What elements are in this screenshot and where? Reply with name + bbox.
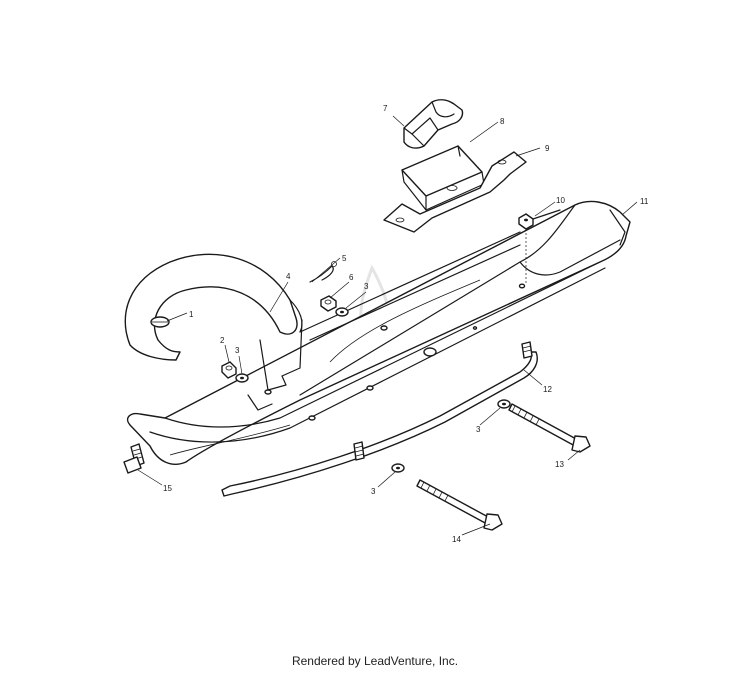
part-ski-11 bbox=[126, 200, 631, 465]
callout-14: 14 bbox=[452, 535, 461, 544]
part-washer-3a bbox=[235, 373, 249, 383]
part-plate-9 bbox=[383, 151, 527, 233]
part-washer-3c bbox=[497, 399, 511, 409]
callout-3d: 3 bbox=[371, 487, 376, 496]
callout-12: 12 bbox=[543, 385, 552, 394]
callout-11: 11 bbox=[640, 197, 649, 206]
callout-3a: 3 bbox=[235, 346, 240, 355]
part-handle-loop bbox=[124, 253, 303, 361]
callout-10: 10 bbox=[556, 196, 565, 205]
part-saddle-7 bbox=[403, 99, 464, 149]
part-nut-10 bbox=[518, 213, 534, 285]
part-wear-rod-12 bbox=[221, 341, 538, 497]
callout-1: 1 bbox=[189, 310, 194, 319]
callout-3c: 3 bbox=[476, 425, 481, 434]
leader-lines bbox=[137, 115, 638, 536]
callout-3b: 3 bbox=[364, 282, 369, 291]
part-washer-3b bbox=[335, 307, 349, 317]
part-nut-6 bbox=[320, 295, 337, 312]
callout-15: 15 bbox=[163, 484, 172, 493]
part-bolt-13 bbox=[508, 403, 591, 453]
callout-13: 13 bbox=[555, 460, 564, 469]
callout-6: 6 bbox=[349, 273, 354, 282]
callout-5: 5 bbox=[342, 254, 347, 263]
callout-8: 8 bbox=[500, 117, 505, 126]
part-nut-2 bbox=[221, 361, 237, 379]
callouts: 1 2 3 3 3 3 4 5 6 7 8 9 10 11 12 13 14 1… bbox=[163, 104, 649, 544]
footer-credit: Rendered by LeadVenture, Inc. bbox=[291, 654, 459, 668]
callout-7: 7 bbox=[383, 104, 388, 113]
part-washer-3d bbox=[391, 463, 405, 473]
callout-4: 4 bbox=[286, 272, 291, 281]
callout-9: 9 bbox=[545, 144, 550, 153]
part-bolt-15 bbox=[123, 443, 145, 474]
part-bolt-14 bbox=[416, 479, 503, 531]
callout-2: 2 bbox=[220, 336, 225, 345]
